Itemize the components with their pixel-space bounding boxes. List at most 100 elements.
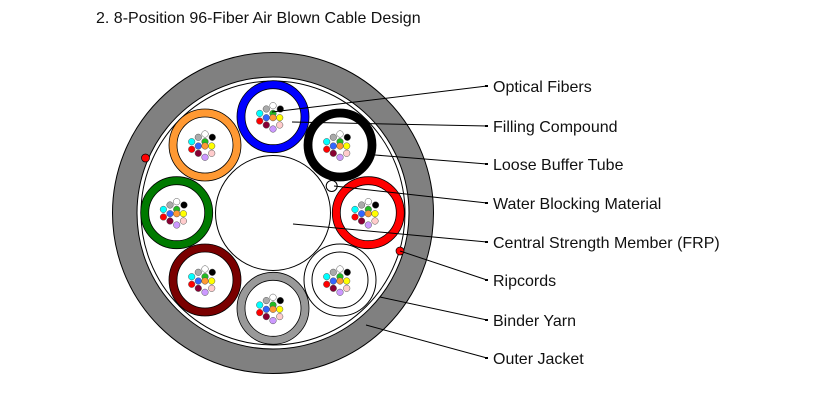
optical-fiber-gray	[262, 297, 270, 305]
optical-fiber-white	[269, 293, 277, 301]
leader-line-optical-fibers	[271, 85, 488, 113]
leader-line-binder-yarn	[379, 296, 488, 321]
optical-fiber-pink	[343, 149, 351, 157]
optical-fiber-lilac	[269, 317, 277, 325]
optical-fiber-black	[343, 268, 351, 276]
optical-fiber-blue	[329, 142, 337, 150]
optical-fiber-black	[208, 268, 216, 276]
optical-fiber-black	[180, 201, 188, 209]
leader-lines	[271, 85, 488, 359]
optical-fiber-black	[372, 201, 380, 209]
label-ripcords: Ripcords	[493, 273, 556, 290]
label-optical-fibers: Optical Fibers	[493, 79, 592, 96]
optical-fiber-pink	[371, 217, 379, 225]
leader-line-filling-compound	[291, 121, 488, 127]
optical-fiber-gray	[166, 201, 174, 209]
label-loose-buffer-tube: Loose Buffer Tube	[493, 157, 624, 174]
leader-line-outer-jacket	[365, 324, 488, 359]
optical-fiber-blue	[329, 277, 337, 285]
optical-fiber-black	[208, 133, 216, 141]
optical-fiber-yellow	[276, 305, 284, 313]
optical-fiber-yellow	[371, 210, 379, 218]
loose-buffer-tube-gray	[236, 271, 310, 345]
ripcord	[141, 153, 150, 163]
optical-fiber-yellow	[208, 277, 216, 285]
optical-fiber-yellow	[179, 210, 187, 218]
label-binder-yarn: Binder Yarn	[493, 313, 576, 330]
optical-fiber-red	[159, 213, 167, 221]
optical-fiber-dark-red	[262, 313, 270, 321]
optical-fiber-orange	[364, 210, 372, 218]
loose-buffer-tube-red	[331, 176, 405, 250]
optical-fiber-pink	[276, 121, 284, 129]
optical-fiber-lilac	[173, 221, 181, 229]
loose-buffer-tube-dark-red	[168, 243, 242, 317]
optical-fiber-orange	[201, 277, 209, 285]
optical-fiber-pink	[179, 217, 187, 225]
optical-fiber-gray	[329, 268, 337, 276]
optical-fiber-lilac	[201, 288, 209, 296]
central-strength-member	[215, 155, 331, 271]
loose-buffer-tube-white	[303, 243, 377, 317]
optical-fiber-dark-red	[194, 149, 202, 157]
loose-buffer-tube-green	[140, 176, 214, 250]
optical-fiber-cyan	[351, 205, 359, 213]
optical-fiber-white	[201, 130, 209, 138]
optical-fiber-orange	[201, 142, 209, 150]
optical-fiber-cyan	[323, 138, 331, 146]
optical-fiber-dark-red	[329, 149, 337, 157]
optical-fiber-dark-red	[358, 217, 366, 225]
optical-fiber-red	[323, 145, 331, 153]
optical-fiber-orange	[336, 277, 344, 285]
optical-fiber-pink	[343, 284, 351, 292]
optical-fiber-gray	[262, 105, 270, 113]
optical-fiber-lilac	[269, 125, 277, 133]
leader-tick	[485, 125, 488, 127]
optical-fiber-lilac	[336, 288, 344, 296]
optical-fiber-yellow	[208, 142, 216, 150]
optical-fiber-blue	[262, 114, 270, 122]
optical-fiber-lilac	[336, 153, 344, 161]
leader-tick	[485, 357, 488, 359]
leader-line-water-blocking-material	[333, 185, 488, 204]
optical-fiber-black	[343, 133, 351, 141]
optical-fiber-yellow	[276, 114, 284, 122]
optical-fiber-dark-red	[166, 217, 174, 225]
optical-fiber-red	[256, 309, 264, 317]
optical-fiber-cyan	[256, 109, 264, 117]
optical-fiber-blue	[194, 142, 202, 150]
diagram-title: 2. 8-Position 96-Fiber Air Blown Cable D…	[96, 10, 421, 27]
optical-fiber-cyan	[159, 205, 167, 213]
optical-fiber-gray	[358, 201, 366, 209]
label-water-blocking-material: Water Blocking Material	[493, 196, 661, 213]
optical-fiber-blue	[166, 210, 174, 218]
loose-buffer-tube-blue	[236, 80, 310, 154]
optical-fiber-dark-red	[329, 284, 337, 292]
cable-cross-section	[112, 52, 434, 374]
optical-fiber-cyan	[188, 138, 196, 146]
optical-fiber-orange	[269, 114, 277, 122]
optical-fiber-blue	[262, 305, 270, 313]
optical-fiber-white	[173, 198, 181, 206]
optical-fiber-pink	[208, 284, 216, 292]
optical-fiber-white	[336, 130, 344, 138]
optical-fiber-dark-red	[262, 121, 270, 129]
optical-fiber-white	[336, 265, 344, 273]
optical-fiber-yellow	[343, 277, 351, 285]
optical-fiber-red	[188, 145, 196, 153]
loose-buffer-tube-orange	[168, 108, 242, 182]
optical-fiber-orange	[173, 210, 181, 218]
leader-line-ripcords	[399, 250, 488, 281]
optical-fiber-blue	[194, 277, 202, 285]
optical-fiber-gray	[194, 133, 202, 141]
optical-fiber-lilac	[364, 221, 372, 229]
optical-fiber-yellow	[343, 142, 351, 150]
optical-fiber-blue	[358, 210, 366, 218]
optical-fiber-gray	[194, 268, 202, 276]
optical-fiber-orange	[269, 305, 277, 313]
optical-fiber-red	[188, 280, 196, 288]
optical-fiber-red	[351, 213, 359, 221]
optical-fiber-black	[276, 297, 284, 305]
optical-fiber-cyan	[188, 273, 196, 281]
